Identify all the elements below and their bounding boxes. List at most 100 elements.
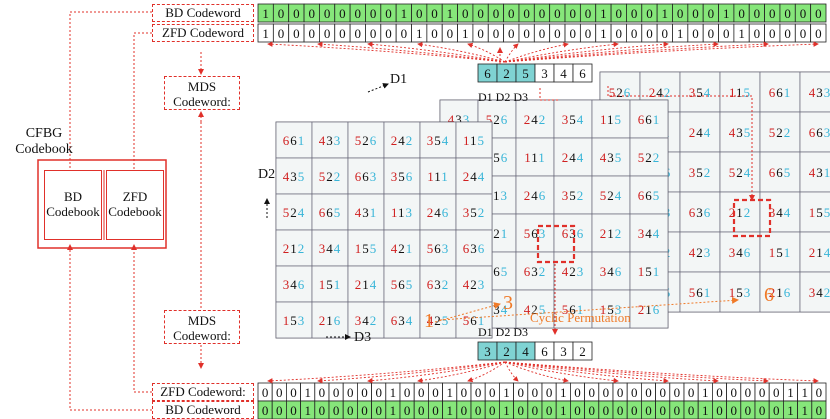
grid-cell — [419, 265, 457, 303]
grid-cell — [383, 121, 421, 159]
mds-digit: 6 — [541, 344, 548, 359]
grid-cell-digits: 663 — [809, 125, 830, 140]
codeword-bit: 0 — [745, 403, 752, 418]
grid-cell — [759, 231, 801, 273]
fan-arrow — [504, 361, 619, 384]
codeword-bit: 1 — [702, 403, 709, 418]
grid-cell-digits: 561 — [562, 302, 585, 317]
grid-cell-digits: 435 — [283, 169, 306, 184]
fan-arrow — [317, 361, 506, 384]
codeword-bit: 0 — [370, 6, 377, 21]
mds-digit: 3 — [484, 344, 491, 359]
mds-digit: 6 — [579, 66, 586, 81]
grid-cell — [799, 111, 830, 153]
codeword-bit: 0 — [631, 403, 638, 418]
fan-arrow — [504, 361, 669, 384]
codeword-bit: 1 — [447, 6, 454, 21]
codeword-bit: 0 — [375, 403, 382, 418]
grid-cell-digits: 526 — [355, 133, 378, 148]
codeword-bit: 0 — [800, 6, 807, 21]
codeword-bit: 0 — [745, 385, 752, 400]
fan-arrow — [467, 361, 506, 383]
arrow-to-right-highlight — [607, 86, 755, 201]
codeword-bit: 1 — [677, 26, 684, 41]
grid-cell-digits: 346 — [729, 245, 752, 260]
mds-digit-cell — [572, 63, 593, 83]
codeword-bit: 0 — [816, 385, 823, 400]
codeword-bit: 0 — [616, 26, 623, 41]
mds-digit: 2 — [579, 344, 586, 359]
mds-bottom-dim-label: D1 D2 D3 — [478, 325, 528, 339]
codeword-bit: 1 — [600, 6, 607, 21]
codeword-bit: 0 — [815, 6, 822, 21]
fan-arrow — [504, 41, 819, 63]
codeword-bit: 0 — [278, 6, 285, 21]
grid-cell-digits: 346 — [283, 277, 306, 292]
grid-cell — [383, 229, 421, 267]
codeword-bit: 0 — [447, 26, 454, 41]
codeword-bit: 0 — [645, 403, 652, 418]
grid-cell-digits: 661 — [638, 112, 661, 127]
codeword-bit: 0 — [674, 385, 681, 400]
codeword-bit: 0 — [554, 6, 561, 21]
grid-cell — [275, 265, 313, 303]
codeword-bit: 0 — [432, 385, 439, 400]
codeword-bit: 0 — [477, 6, 484, 21]
grid-cell — [455, 193, 493, 231]
codeword-bit: 0 — [493, 6, 500, 21]
codeword-bit: 0 — [585, 6, 592, 21]
codeword-bit: 0 — [539, 6, 546, 21]
mds-digit: 2 — [503, 344, 510, 359]
fan-arrow — [504, 361, 769, 384]
grid-cell — [311, 265, 349, 303]
grid-cell — [455, 229, 493, 267]
grid-cell-digits: 435 — [729, 125, 752, 140]
grid-cell-digits: 115 — [729, 85, 751, 100]
codeword-bit: 1 — [560, 403, 567, 418]
grid-cell — [311, 157, 349, 195]
top-fan-arrows — [267, 41, 819, 63]
codeword-bit: 1 — [416, 26, 423, 41]
codeword-bit: 0 — [723, 26, 730, 41]
codeword-bit: 0 — [517, 403, 524, 418]
arrow-bd-to-codebook — [67, 11, 152, 231]
grid-cell-digits: 431 — [355, 205, 378, 220]
grid-cell — [679, 231, 721, 273]
grid-cell — [759, 271, 801, 313]
grid-cell — [275, 301, 313, 339]
grid-cell — [629, 213, 669, 253]
highlight-middle-cell — [536, 224, 576, 264]
fan-arrow — [267, 41, 506, 63]
codeword-bit: 0 — [324, 6, 331, 21]
fan-arrow — [417, 361, 506, 384]
d3-label: D3 — [354, 330, 372, 345]
grid-cell-digits: 151 — [769, 245, 792, 260]
codeword-bit: 1 — [787, 385, 794, 400]
codeword-bit: 0 — [617, 385, 624, 400]
codeword-bit: 0 — [290, 403, 297, 418]
grid-cell — [591, 99, 631, 139]
codeword-bit: 0 — [432, 403, 439, 418]
codeword-bit: 0 — [477, 26, 484, 41]
grid-cell — [629, 137, 669, 177]
cyclic-permutation-label: Cyclic Permutation — [530, 310, 631, 325]
grid-cell-digits: 665 — [638, 188, 661, 203]
codeword-bit: 0 — [574, 385, 581, 400]
codeword-bit: 0 — [461, 385, 468, 400]
grid-cell-digits: 352 — [562, 188, 585, 203]
grid-cell-digits: 115 — [600, 112, 622, 127]
codeword-bit: 0 — [523, 26, 530, 41]
grid-cell — [759, 151, 801, 193]
codeword-bit: 0 — [475, 403, 482, 418]
grid-cell-digits: 433 — [809, 85, 830, 100]
codeword-bit: 1 — [723, 6, 730, 21]
codeword-bit: 0 — [688, 385, 695, 400]
grid-cell — [311, 193, 349, 231]
codeword-bit: 0 — [493, 26, 500, 41]
codeword-bit: 0 — [401, 26, 408, 41]
codeword-bit: 0 — [617, 403, 624, 418]
grid-cell-digits: 246 — [524, 188, 547, 203]
zfd-codeword-bottom-label: ZFD Codeword: — [152, 383, 254, 401]
codeword-bit: 0 — [631, 26, 638, 41]
